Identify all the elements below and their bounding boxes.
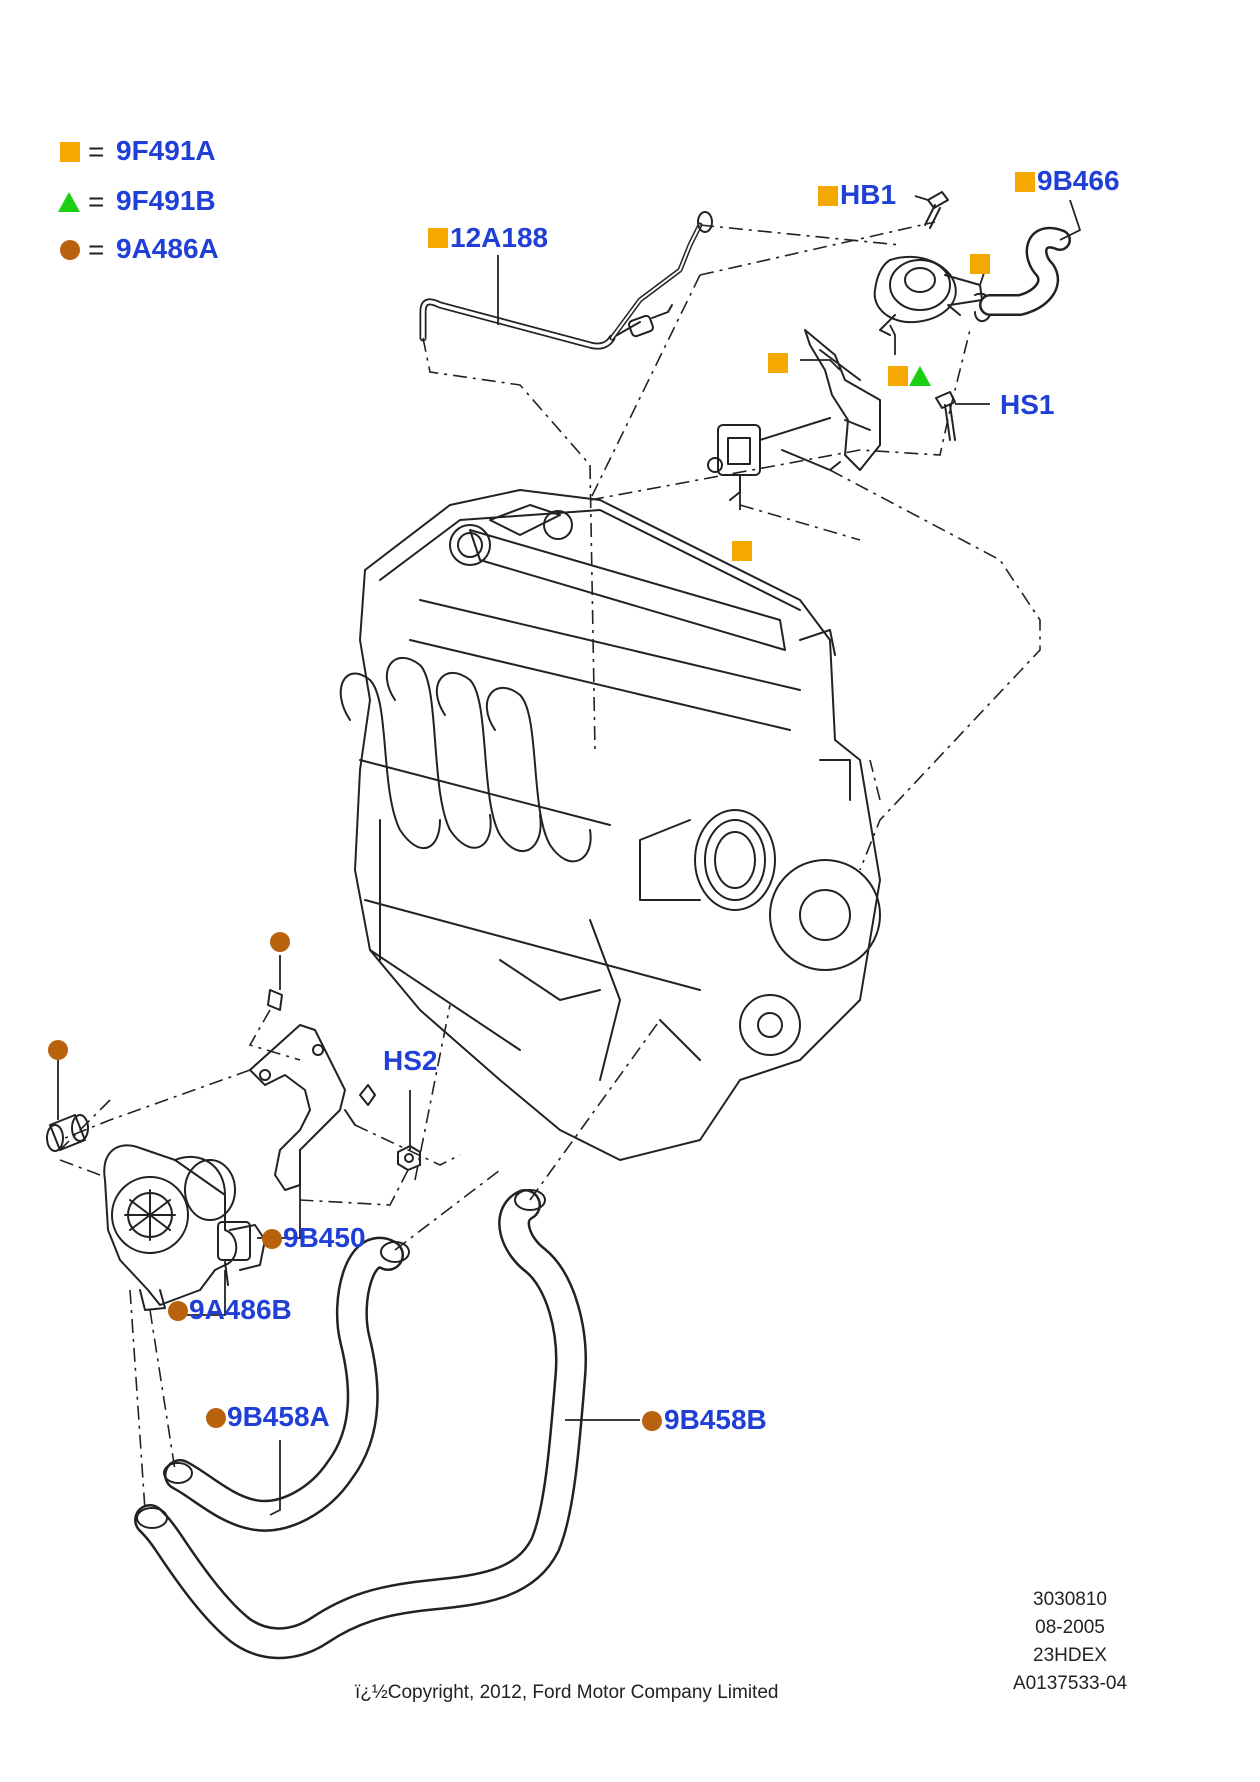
hose-9B466 — [979, 226, 1071, 316]
bracket-square-icon — [768, 353, 788, 373]
engine-block — [339, 489, 881, 1161]
callout-9B458A: 9B458A — [227, 1401, 330, 1432]
drawing-reference: A0137533-04 — [1012, 1673, 1128, 1694]
valve-triangle-icon — [909, 366, 931, 386]
callout-HB1-square-icon — [818, 186, 838, 206]
callout-9B466: 9B466 — [1037, 165, 1120, 196]
bolt-HB1 — [924, 191, 949, 229]
legend-triangle-part: 9F491B — [116, 185, 216, 216]
drawing-number: 3030810 — [1033, 1589, 1107, 1610]
drawing-code: 23HDEX — [1033, 1645, 1107, 1666]
solenoid-square-icon — [732, 541, 752, 561]
valve-square-icon — [888, 366, 908, 386]
filter-cylinder — [46, 1114, 89, 1152]
legend-square-icon — [60, 142, 80, 162]
cylinder-circle-icon — [48, 1040, 68, 1060]
callout-9B466-square-icon — [1015, 172, 1035, 192]
callout-9A486B-circle-icon — [168, 1301, 188, 1321]
air-check-valve-assembly — [707, 255, 993, 501]
callout-9B458B: 9B458B — [664, 1404, 767, 1435]
hose-9B458B — [134, 1189, 587, 1660]
bolt-upper-left — [267, 989, 283, 1011]
bolt-circle-icon — [270, 932, 290, 952]
legend-triangle-equals: = — [88, 186, 105, 217]
copyright-notice: ï¿½Copyright, 2012, Ford Motor Company L… — [355, 1682, 779, 1703]
callout-HB1: HB1 — [840, 179, 897, 210]
legend-square-equals: = — [88, 136, 105, 167]
legend-circle-equals: = — [88, 234, 105, 265]
air-pump-9A486B — [103, 1144, 266, 1311]
drawing-date: 08-2005 — [1035, 1617, 1105, 1638]
callout-HS1: HS1 — [1000, 389, 1055, 420]
bracket-9B450 — [249, 1024, 376, 1191]
callout-9A486B: 9A486B — [189, 1294, 292, 1325]
legend-square-part: 9F491A — [116, 135, 216, 166]
callout-9B458A-circle-icon — [206, 1408, 226, 1428]
callout-12A188: 12A188 — [450, 222, 549, 253]
vacuum-hose-12A188 — [419, 211, 713, 350]
callout-9B458B-circle-icon — [642, 1411, 662, 1431]
hose-9B458A — [163, 1236, 410, 1532]
valve-clamp-square-icon — [970, 254, 990, 274]
callout-9B450: 9B450 — [283, 1222, 366, 1253]
callout-12A188-square-icon — [428, 228, 448, 248]
legend-triangle-icon — [58, 192, 80, 212]
callout-HS2: HS2 — [383, 1045, 438, 1076]
legend-circle-icon — [60, 240, 80, 260]
legend-circle-part: 9A486A — [116, 233, 219, 264]
callout-9B450-circle-icon — [262, 1229, 282, 1249]
